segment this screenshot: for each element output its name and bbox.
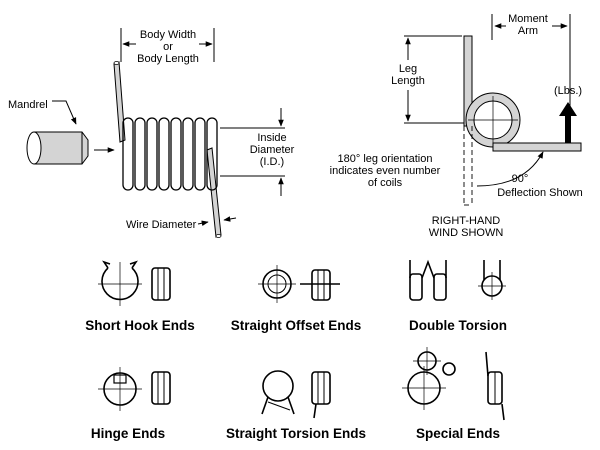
moment-label: Moment xyxy=(508,13,548,25)
inside-label: Inside xyxy=(257,132,286,144)
body-length-label: Body Length xyxy=(137,53,199,65)
mandrel-rod xyxy=(33,131,89,165)
mandrel-label: Mandrel xyxy=(8,99,48,111)
or-label: or xyxy=(163,41,173,53)
spring-coils xyxy=(122,117,218,191)
wind-shown-label: WIND SHOWN xyxy=(429,227,504,239)
spring-leg-horizontal xyxy=(492,142,582,152)
arm-label: Arm xyxy=(518,25,538,37)
lbs-label: (Lbs.) xyxy=(554,85,582,97)
end-type-caption: Straight Offset Ends xyxy=(231,318,362,333)
end-type-caption: Double Torsion xyxy=(409,318,507,333)
leg-label: Leg xyxy=(399,63,417,75)
end-type-caption: Special Ends xyxy=(416,426,500,441)
hinge-ends-figure xyxy=(98,367,171,411)
short-hook-ends-figure xyxy=(98,260,171,306)
id-label: (I.D.) xyxy=(260,156,284,168)
double-torsion-figure xyxy=(409,259,506,301)
end-type-caption: Short Hook Ends xyxy=(85,318,195,333)
deflection-arc xyxy=(476,151,544,187)
orientation-line3: of coils xyxy=(368,177,403,189)
spring-body-figure: Body Width or Body Length Mandrel xyxy=(8,28,295,238)
diameter-label: Diameter xyxy=(250,144,295,156)
end-type-caption: Straight Torsion Ends xyxy=(226,426,366,441)
end-type-caption: Hinge Ends xyxy=(91,426,165,441)
deg90-label: 90° xyxy=(512,173,529,185)
special-ends-figure xyxy=(402,347,505,421)
mandrel-leader xyxy=(52,100,77,125)
orientation-line2: indicates even number xyxy=(330,165,441,177)
length-label: Length xyxy=(391,75,425,87)
load-arrow xyxy=(559,102,577,116)
straight-offset-ends-figure xyxy=(258,265,340,303)
spring-leg-bottom xyxy=(206,147,222,238)
wire-diameter-label: Wire Diameter xyxy=(126,219,197,231)
orientation-line1: 180° leg orientation xyxy=(338,153,433,165)
right-hand-label: RIGHT-HAND xyxy=(432,215,501,227)
deflection-label: Deflection Shown xyxy=(497,187,583,199)
body-width-label: Body Width xyxy=(140,29,196,41)
straight-torsion-ends-figure xyxy=(261,370,331,419)
torsion-leg-figure: Moment Arm Leg Length (Lbs.) 180° leg or… xyxy=(330,13,583,239)
